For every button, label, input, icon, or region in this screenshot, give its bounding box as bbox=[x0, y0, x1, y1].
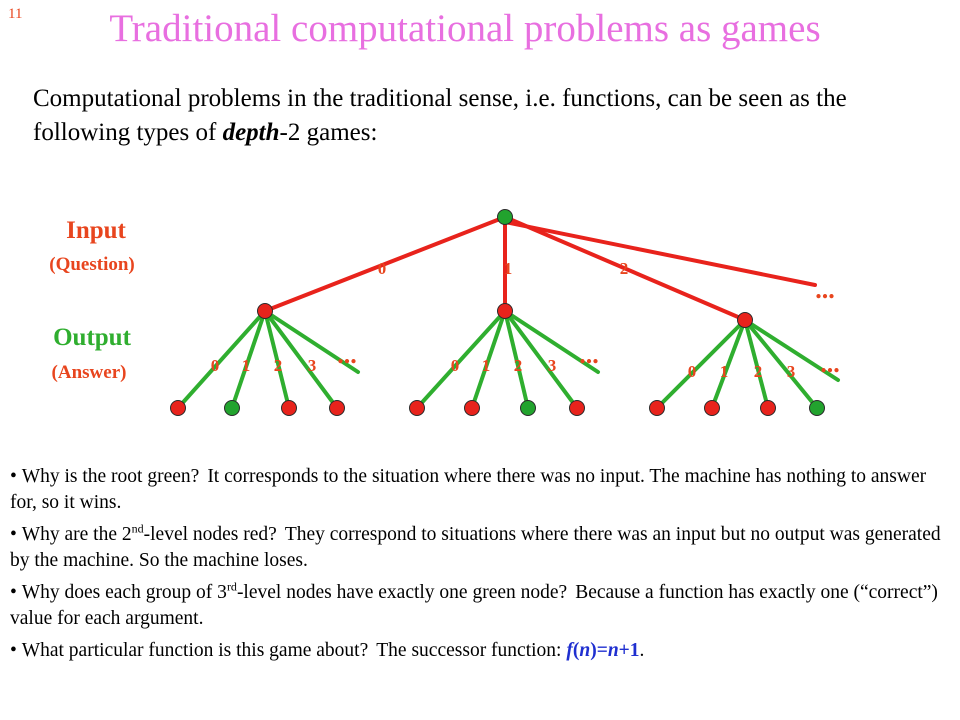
bullet-question: Why does each group of 3 bbox=[21, 582, 227, 603]
level2-edge-label-1-0: 0 bbox=[451, 356, 460, 375]
level2-edge-2-0 bbox=[655, 318, 747, 410]
level2-edge-label-1-1: 1 bbox=[482, 356, 491, 375]
leaf-node-0-3 bbox=[329, 400, 345, 416]
level1-ellipsis: ... bbox=[815, 275, 835, 304]
level2-edge-more-0 bbox=[263, 309, 360, 374]
formula-plus-one: +1 bbox=[618, 640, 640, 661]
output-sublabel: (Answer) bbox=[52, 362, 127, 383]
input-sublabel: (Question) bbox=[49, 254, 135, 275]
level2-edge-0-2 bbox=[263, 309, 291, 410]
edge-labels: 0 1 2... 0 1 2 3... 0 1 2 3... 0 1 2 3... bbox=[211, 259, 840, 381]
level1-edge-0 bbox=[263, 215, 507, 313]
bullet-third-level-green: Why does each group of 3rd-level nodes h… bbox=[10, 580, 945, 631]
level2-edge-label-0-2: 2 bbox=[274, 356, 283, 375]
level2-ellipsis-2: ... bbox=[820, 349, 840, 378]
level2-edge-1-3 bbox=[503, 309, 579, 410]
bullet-which-function: What particular function is this game ab… bbox=[10, 638, 945, 664]
formula-n2: n bbox=[607, 640, 619, 661]
leaf-node-1-1 bbox=[464, 400, 480, 416]
output-label: Output bbox=[53, 324, 131, 351]
intro-text-before: Computational problems in the traditiona… bbox=[33, 85, 847, 146]
leaf-node-0-0 bbox=[170, 400, 186, 416]
level2-edge-more-2 bbox=[743, 318, 840, 382]
bullet-answer: It corresponds to the situation where th… bbox=[10, 466, 927, 513]
bullet-second-level-red: Why are the 2nd-level nodes red?They cor… bbox=[10, 522, 945, 573]
level2-edge-label-1-2: 2 bbox=[514, 356, 523, 375]
bullet-question-rest: -level nodes have exactly one green node… bbox=[236, 582, 568, 603]
level2-ellipsis-1: ... bbox=[579, 340, 599, 369]
level1-edge-more bbox=[503, 220, 817, 287]
leaf-node-2-2 bbox=[760, 400, 776, 416]
ordinal-suffix: nd bbox=[131, 521, 144, 536]
leaf-node-0-1 bbox=[224, 400, 240, 416]
level2-edge-label-0-3: 3 bbox=[308, 356, 317, 375]
level1-node-2 bbox=[737, 312, 753, 328]
formula-f: f bbox=[566, 640, 573, 661]
successor-formula: f(n)=n+1 bbox=[566, 640, 639, 661]
level2-ellipsis-0: ... bbox=[337, 340, 357, 369]
level1-edge-label-1: 1 bbox=[504, 259, 513, 278]
level2-edge-1-1 bbox=[470, 309, 507, 410]
leaf-node-1-3 bbox=[569, 400, 585, 416]
bullet-question: Why is the root green? bbox=[21, 466, 200, 487]
level2-edge-0-3 bbox=[263, 309, 339, 410]
level2-edge-1-0 bbox=[415, 309, 507, 410]
bullet-question: What particular function is this game ab… bbox=[21, 640, 369, 661]
level2-edge-2-3 bbox=[743, 318, 819, 410]
level2-edge-label-2-3: 3 bbox=[787, 362, 796, 381]
input-label: Input bbox=[66, 217, 126, 244]
level2-edge-1-2 bbox=[503, 309, 530, 410]
leaf-node-2-0 bbox=[649, 400, 665, 416]
level2-edge-label-0-0: 0 bbox=[211, 356, 220, 375]
level2-edge-label-2-1: 1 bbox=[720, 362, 729, 381]
bullet-question-rest: -level nodes red? bbox=[143, 524, 277, 545]
level2-edge-label-1-3: 3 bbox=[548, 356, 557, 375]
formula-n: n bbox=[579, 640, 591, 661]
formula-paren-close: )= bbox=[590, 640, 608, 661]
leaf-node-2-1 bbox=[704, 400, 720, 416]
formula-paren-open: ( bbox=[572, 640, 580, 661]
intro-emphasis: depth bbox=[222, 119, 280, 146]
level2-edge-0-0 bbox=[176, 309, 267, 410]
level1-edge-label-2: 2 bbox=[620, 259, 629, 278]
level2-edge-more-1 bbox=[503, 309, 600, 374]
tree-nodes bbox=[170, 209, 825, 416]
explanation-list: Why is the root green?It corresponds to … bbox=[10, 464, 945, 671]
bullet-root-green: Why is the root green?It corresponds to … bbox=[10, 464, 945, 515]
level1-edge-2 bbox=[503, 215, 747, 322]
leaf-node-0-2 bbox=[281, 400, 297, 416]
level1-edge-label-0: 0 bbox=[378, 259, 387, 278]
game-tree-diagram: 0 1 2... 0 1 2 3... 0 1 2 3... 0 1 2 3... Input (Quest… bbox=[49, 209, 840, 416]
level2-edge-2-2 bbox=[743, 318, 770, 410]
leaf-node-1-0 bbox=[409, 400, 425, 416]
level1-edges bbox=[263, 215, 817, 322]
bullet-period: . bbox=[639, 640, 645, 661]
root-node bbox=[497, 209, 513, 225]
level2-edge-label-2-0: 0 bbox=[688, 362, 697, 381]
ordinal-suffix: rd bbox=[226, 579, 237, 594]
level1-node-1 bbox=[497, 303, 513, 319]
level2-edge-2-1 bbox=[710, 318, 747, 410]
leaf-node-1-2 bbox=[520, 400, 536, 416]
slide-title: Traditional computational problems as ga… bbox=[109, 7, 821, 50]
bullet-answer: The successor function: bbox=[376, 640, 567, 661]
intro-paragraph: Computational problems in the traditiona… bbox=[33, 82, 938, 150]
level2-edge-label-2-2: 2 bbox=[754, 362, 763, 381]
level1-node-0 bbox=[257, 303, 273, 319]
level2-edge-label-0-1: 1 bbox=[242, 356, 251, 375]
leaf-node-2-3 bbox=[809, 400, 825, 416]
bullet-answer: They correspond to situations where ther… bbox=[10, 524, 941, 571]
level2-edges bbox=[176, 309, 840, 410]
bullet-question: Why are the 2 bbox=[21, 524, 132, 545]
bullet-answer: Because a function has exactly one (“cor… bbox=[10, 582, 938, 629]
slide-number: 11 bbox=[8, 6, 23, 22]
level2-edge-0-1 bbox=[230, 309, 267, 410]
intro-text-after: -2 games: bbox=[279, 119, 378, 146]
